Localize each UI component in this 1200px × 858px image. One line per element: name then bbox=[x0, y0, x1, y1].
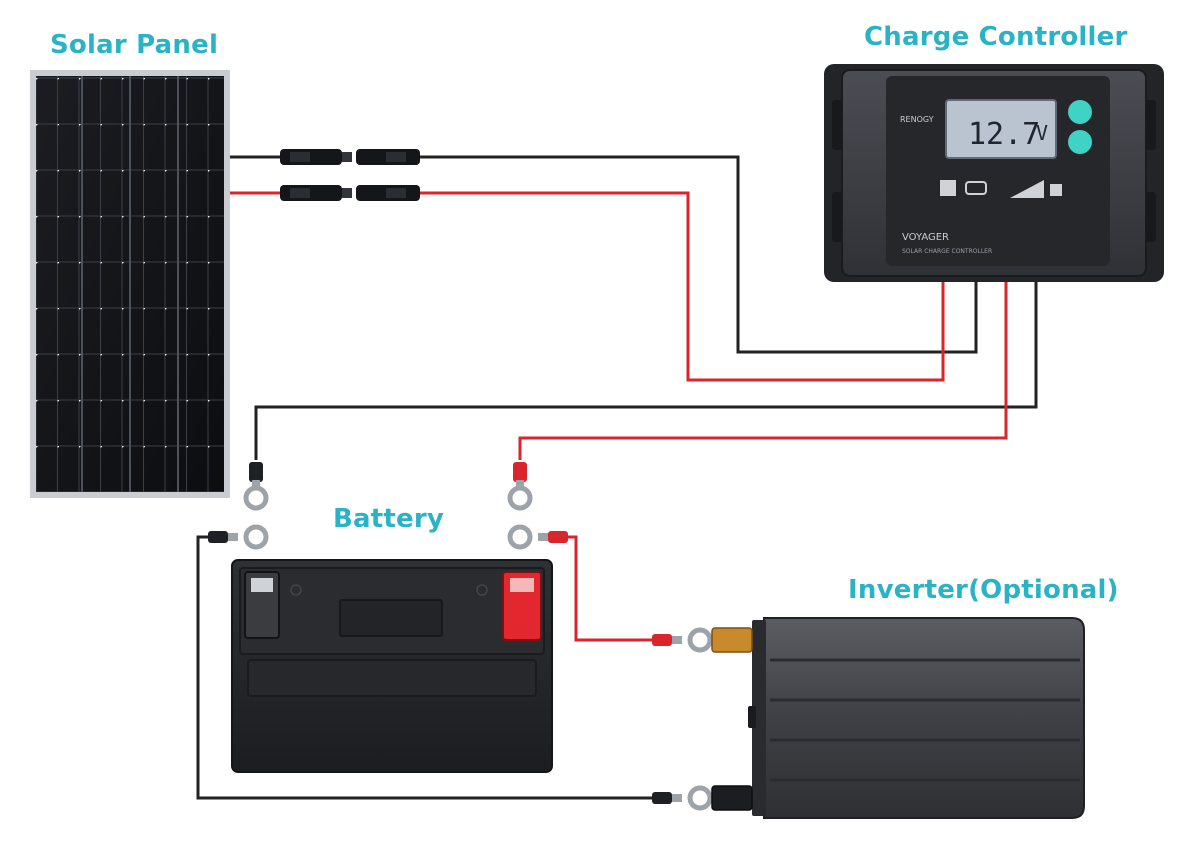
controller-subtitle: SOLAR CHARGE CONTROLLER bbox=[902, 248, 992, 255]
controller-button-up bbox=[1068, 100, 1092, 124]
ring-terminals bbox=[208, 462, 713, 811]
inverter-body bbox=[763, 617, 1085, 819]
battery-plus-mark bbox=[476, 584, 488, 596]
load-status-icon bbox=[1050, 184, 1062, 196]
inverter-end-plate bbox=[752, 620, 766, 816]
controller-model: VOYAGER bbox=[902, 232, 949, 243]
controller-mount-tab bbox=[832, 192, 842, 242]
battery-handle-groove bbox=[247, 659, 537, 697]
battery bbox=[231, 559, 553, 773]
controller-mount-tab bbox=[832, 100, 842, 150]
controller-brand: RENOGY bbox=[900, 115, 934, 124]
ring-terminal-top-negative bbox=[243, 462, 269, 511]
wire-panel-negative-to-controller bbox=[420, 155, 978, 354]
wire-battery-negative-to-controller bbox=[254, 282, 1038, 460]
panel-status-icon bbox=[940, 180, 956, 196]
wire-battery-positive-to-inverter bbox=[556, 535, 654, 642]
mc4-connector-negative bbox=[280, 149, 420, 165]
solar-panel-label: Solar Panel bbox=[50, 30, 219, 60]
controller-mount-tab bbox=[1146, 192, 1156, 242]
inverter-positive-post bbox=[711, 627, 753, 653]
controller-lcd bbox=[945, 99, 1057, 159]
inverter-switch bbox=[748, 706, 756, 728]
controller-lcd-unit: V bbox=[1036, 121, 1048, 145]
ring-terminal-inverter-negative bbox=[652, 785, 713, 811]
ring-terminal-top-positive bbox=[507, 462, 533, 511]
solar-panel bbox=[30, 70, 230, 498]
inverter bbox=[711, 617, 1085, 819]
battery-negative-terminal-contact bbox=[251, 578, 273, 592]
battery-label-recess bbox=[339, 599, 443, 637]
charge-controller-label: Charge Controller bbox=[864, 22, 1128, 52]
wire-battery-positive-to-controller bbox=[518, 282, 1008, 460]
battery-minus-mark bbox=[290, 584, 302, 596]
battery-status-icon bbox=[965, 181, 987, 195]
ring-terminal-battery-positive-side bbox=[507, 524, 568, 550]
ring-terminal-inverter-positive bbox=[652, 627, 713, 653]
ring-terminal-battery-negative-side bbox=[208, 524, 269, 550]
controller-lcd-value: 12.7 bbox=[968, 117, 1040, 152]
controller-button-down bbox=[1068, 130, 1092, 154]
controller-mount-tab bbox=[1146, 100, 1156, 150]
charge-level-icon bbox=[1010, 180, 1044, 198]
mc4-connectors bbox=[280, 149, 420, 201]
wire-panel-positive-to-controller bbox=[420, 191, 945, 382]
inverter-negative-post bbox=[711, 785, 753, 811]
battery-label: Battery bbox=[333, 504, 445, 534]
inverter-label: Inverter(Optional) bbox=[848, 575, 1119, 605]
mc4-connector-positive bbox=[280, 185, 420, 201]
battery-positive-terminal-contact bbox=[510, 578, 534, 592]
charge-controller: RENOGY 12.7 V VOYAGER SOLAR CHARGE CONTR… bbox=[824, 64, 1164, 282]
